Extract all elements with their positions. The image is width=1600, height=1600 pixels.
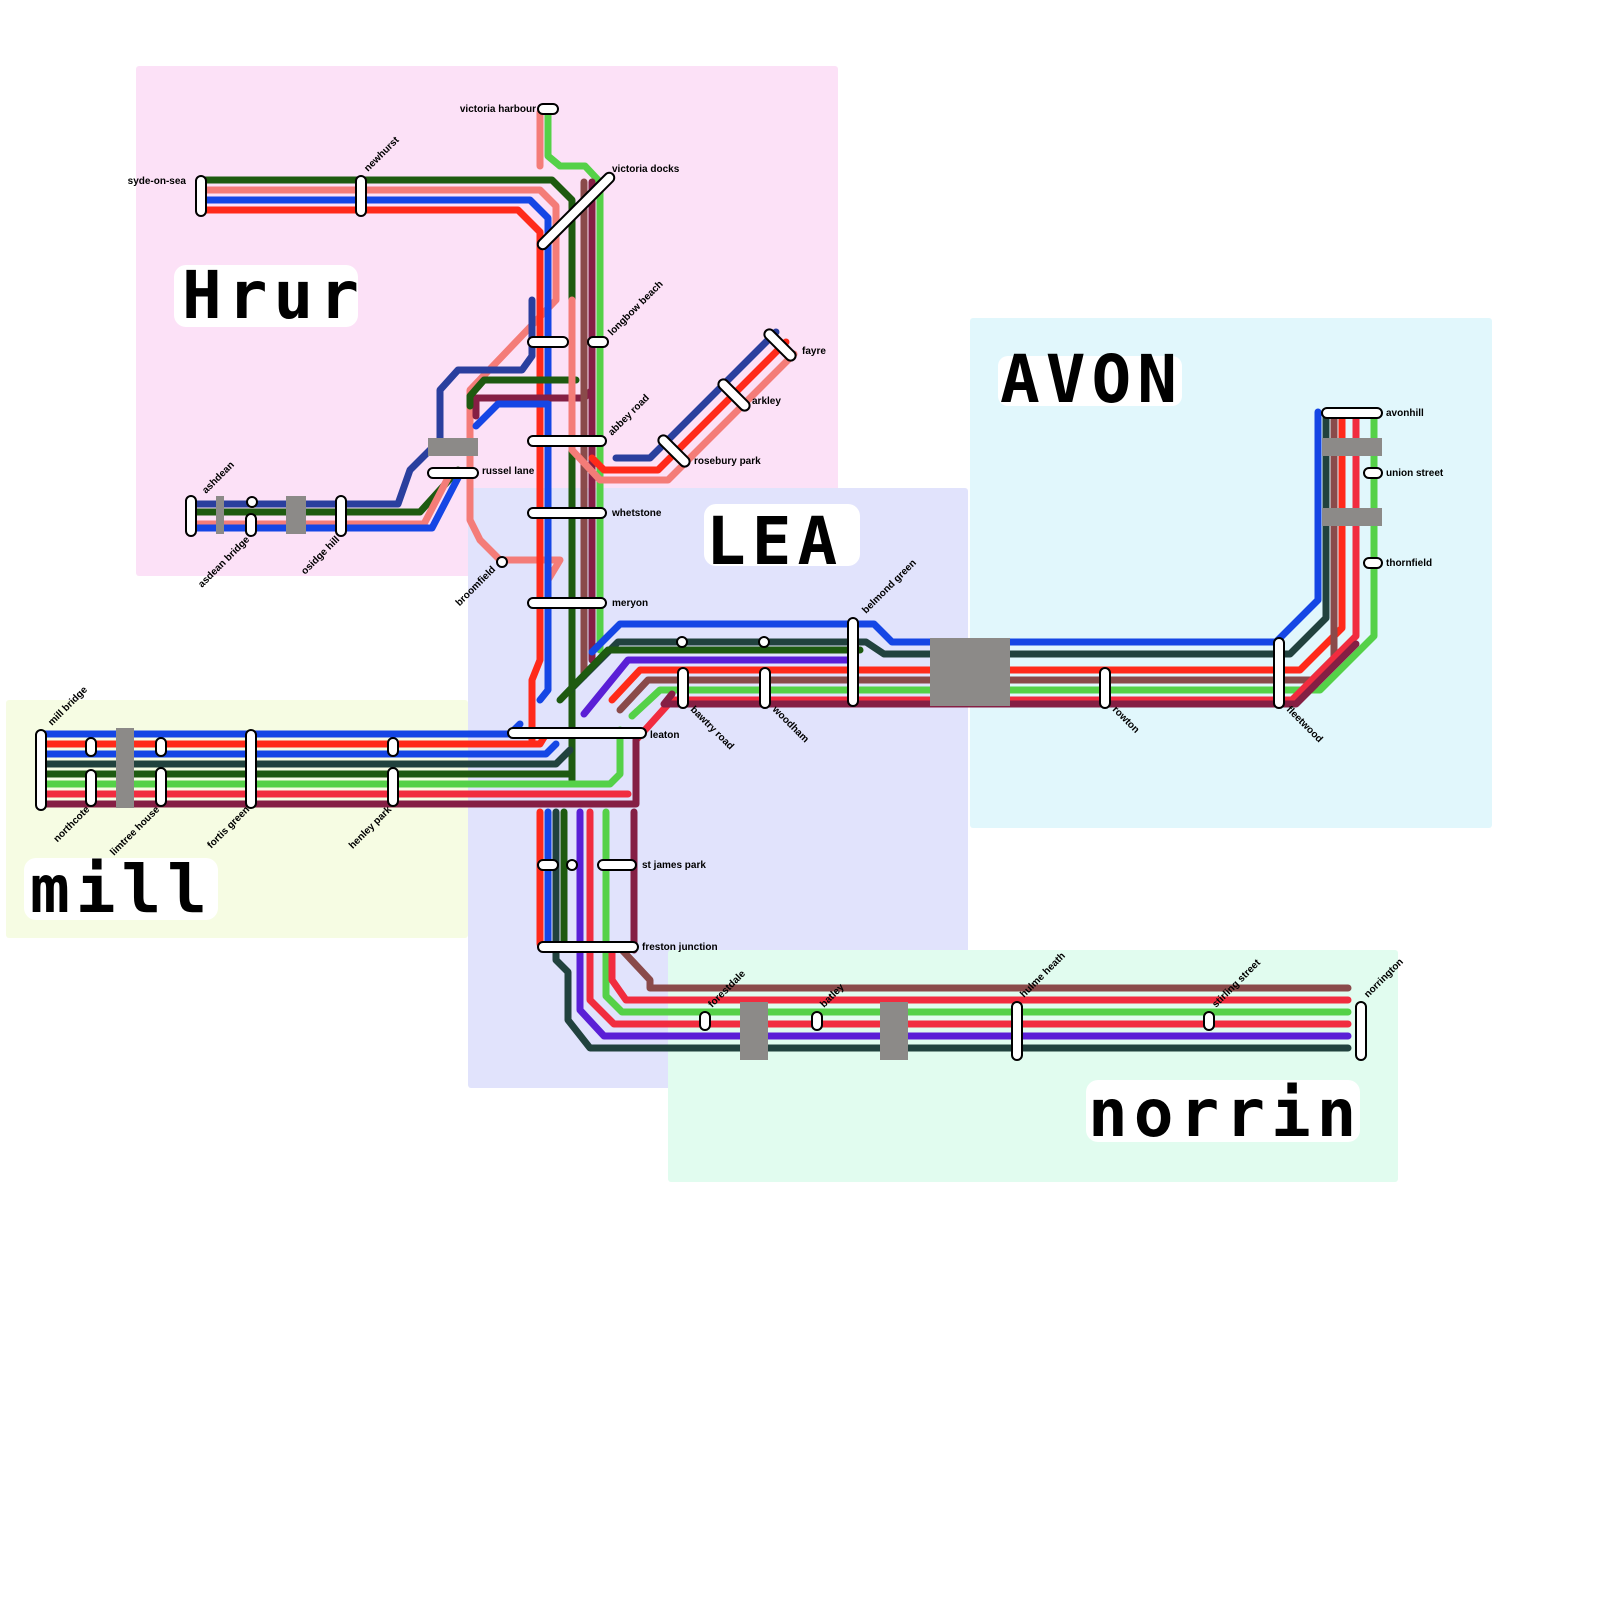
interchange-avon-2 [1322, 508, 1382, 526]
label-victoria-harbour: victoria harbour [460, 104, 536, 115]
label-thornfield: thornfield [1386, 558, 1432, 569]
station-marker-henley-1[interactable] [388, 738, 398, 756]
station-marker-leaton[interactable] [508, 728, 646, 738]
station-marker-russel-lane[interactable] [428, 468, 478, 478]
station-marker-northcote-1[interactable] [86, 738, 96, 756]
station-marker-forestdale[interactable] [700, 1012, 710, 1030]
label-st-james-park: st james park [642, 860, 706, 871]
station-marker-rowton[interactable] [1100, 668, 1110, 708]
station-marker-henley-2[interactable] [388, 768, 398, 806]
station-marker-fortis-green[interactable] [246, 730, 256, 808]
station-marker-belmond-dot-1[interactable] [677, 637, 687, 647]
label-syde-on-sea: syde-on-sea [128, 176, 187, 187]
interchange-belmond [930, 638, 1010, 706]
station-marker-newhurst[interactable] [356, 176, 366, 216]
station-marker-st-james-dot[interactable] [567, 860, 577, 870]
interchange-avon-1 [1322, 438, 1382, 456]
station-marker-limtree-1[interactable] [156, 738, 166, 756]
station-marker-mill-bridge[interactable] [36, 730, 46, 810]
station-marker-asdean-bridge[interactable] [246, 514, 256, 536]
interchange-norrin-1 [740, 1002, 768, 1060]
zone-title-avon: AVON [1000, 341, 1183, 418]
station-marker-fleetwood[interactable] [1274, 638, 1284, 708]
label-avonhill: avonhill [1386, 408, 1424, 419]
station-marker-limtree-2[interactable] [156, 768, 166, 806]
station-marker-norrington[interactable] [1356, 1002, 1366, 1060]
zone-title-lea: LEA [706, 503, 843, 580]
station-marker-avonhill[interactable] [1322, 408, 1382, 418]
interchange-osidge [286, 496, 306, 534]
station-marker-hulme-heath[interactable] [1012, 1002, 1022, 1060]
station-marker-osidge-hill[interactable] [336, 496, 346, 536]
station-marker-freston-junction[interactable] [538, 942, 638, 952]
label-freston-junction: freston junction [642, 942, 718, 953]
station-marker-woodham[interactable] [760, 668, 770, 708]
station-marker-whetstone[interactable] [528, 508, 606, 518]
station-marker-st-james-1[interactable] [538, 860, 558, 870]
label-rosebury-park: rosebury park [694, 456, 761, 467]
station-marker-thornfield[interactable] [1364, 558, 1382, 568]
zone-title-hrur: Hrur [182, 257, 365, 334]
label-union-street: union street [1386, 468, 1444, 479]
zone-title-norrin: norrin [1088, 1075, 1362, 1152]
station-marker-abbey-road[interactable] [528, 436, 606, 446]
station-marker-northcote-2[interactable] [86, 770, 96, 806]
interchange-mill [116, 728, 134, 808]
station-marker-union-street[interactable] [1364, 468, 1382, 478]
zone-title-mill: mill [30, 851, 213, 928]
interchange-asdean [216, 496, 224, 534]
station-marker-broomfield[interactable] [497, 557, 507, 567]
station-marker-ashdean[interactable] [186, 496, 196, 536]
label-leaton: leaton [650, 730, 679, 741]
station-marker-victoria-harbour[interactable] [538, 104, 558, 114]
interchange-russel-lane [428, 438, 478, 456]
station-marker-meryon[interactable] [528, 598, 606, 608]
label-fayre: fayre [802, 346, 826, 357]
label-arkley: arkley [752, 396, 781, 407]
label-russel-lane: russel lane [482, 466, 535, 477]
station-marker-ashdean-dot[interactable] [247, 497, 257, 507]
station-marker-stirling-street[interactable] [1204, 1012, 1214, 1030]
label-whetstone: whetstone [611, 508, 662, 519]
station-marker-batley[interactable] [812, 1012, 822, 1030]
station-marker-bawtry-road[interactable] [678, 668, 688, 708]
interchange-norrin-2 [880, 1002, 908, 1060]
station-marker-belmond-green[interactable] [848, 618, 858, 706]
station-marker-st-james-2[interactable] [598, 860, 636, 870]
label-meryon: meryon [612, 598, 648, 609]
label-victoria-docks: victoria docks [612, 164, 680, 175]
station-marker-belmond-dot-2[interactable] [759, 637, 769, 647]
station-marker-longbow-1[interactable] [528, 337, 568, 347]
station-marker-syde-on-sea[interactable] [196, 176, 206, 216]
station-marker-longbow-2[interactable] [588, 337, 608, 347]
